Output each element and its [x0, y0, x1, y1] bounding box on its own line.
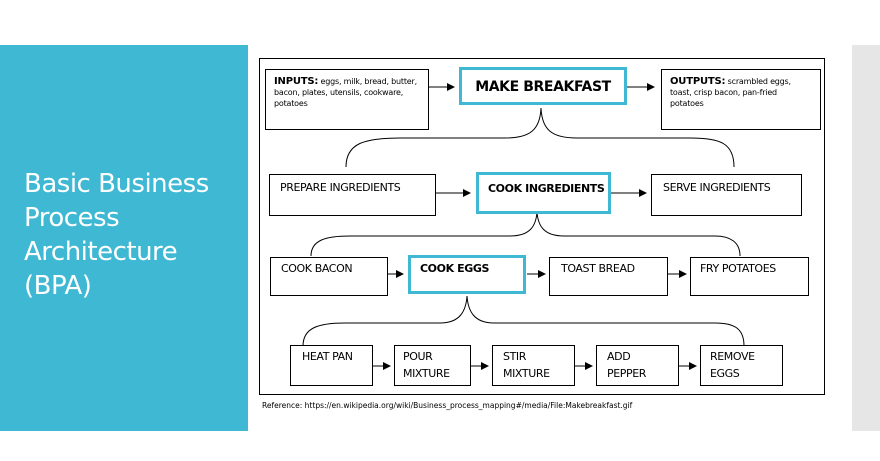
title-line: (BPA)	[24, 271, 92, 301]
add-pepper-line2: PEPPER	[607, 367, 647, 380]
outputs-box: OUTPUTS: scrambled eggs, toast, crisp ba…	[661, 69, 821, 130]
title-line: Basic Business	[24, 169, 209, 199]
title-line: Process	[24, 203, 120, 233]
cook-bacon-box: COOK BACON	[270, 257, 388, 296]
heat-pan-label: HEAT PAN	[302, 350, 353, 363]
right-side-bar	[852, 45, 880, 431]
remove-eggs-line1: REMOVE	[710, 350, 755, 363]
title-panel	[0, 45, 248, 431]
add-pepper-box: ADD PEPPER	[596, 345, 679, 386]
pour-mixture-box: POUR MIXTURE	[394, 345, 471, 386]
stir-mixture-box: STIR MIXTURE	[492, 345, 575, 386]
add-pepper-line1: ADD	[607, 350, 631, 363]
fry-potatoes-box: FRY POTATOES	[690, 257, 809, 296]
cook-ingredients-box: COOK INGREDIENTS	[476, 172, 611, 214]
cook-eggs-box: COOK EGGS	[408, 255, 526, 294]
slide-title: Basic Business Process Architecture (BPA…	[24, 167, 239, 303]
toast-bread-label: TOAST BREAD	[561, 262, 635, 275]
title-line: Architecture	[24, 237, 178, 267]
cook-bacon-label: COOK BACON	[281, 262, 353, 275]
cook-ingredients-label: COOK INGREDIENTS	[488, 182, 605, 195]
serve-ingredients-label: SERVE INGREDIENTS	[663, 181, 771, 194]
heat-pan-box: HEAT PAN	[290, 345, 373, 386]
inputs-label: INPUTS:	[274, 76, 319, 87]
fry-potatoes-label: FRY POTATOES	[700, 262, 776, 275]
remove-eggs-box: REMOVE EGGS	[700, 345, 783, 386]
pour-mixture-line1: POUR	[403, 350, 433, 363]
decomposition-brace	[310, 211, 741, 257]
stir-mixture-line1: STIR	[503, 350, 526, 363]
outputs-text: scrambled eggs, toast, crisp bacon, pan-…	[670, 77, 791, 108]
decomposition-brace	[345, 107, 735, 168]
make-breakfast-label: MAKE BREAKFAST	[475, 79, 611, 95]
toast-bread-box: TOAST BREAD	[549, 257, 668, 296]
remove-eggs-line2: EGGS	[710, 367, 740, 380]
pour-mixture-line2: MIXTURE	[403, 367, 450, 380]
cook-eggs-label: COOK EGGS	[420, 262, 490, 275]
inputs-box: INPUTS: eggs, milk, bread, butter, bacon…	[265, 69, 429, 130]
make-breakfast-box: MAKE BREAKFAST	[459, 67, 627, 105]
stir-mixture-line2: MIXTURE	[503, 367, 550, 380]
prepare-ingredients-label: PREPARE INGREDIENTS	[280, 181, 401, 194]
reference-text: Reference: https://en.wikipedia.org/wiki…	[262, 401, 633, 410]
inputs-text: eggs, milk, bread, butter, bacon, plates…	[274, 77, 417, 108]
serve-ingredients-box: SERVE INGREDIENTS	[651, 174, 802, 216]
prepare-ingredients-box: PREPARE INGREDIENTS	[269, 174, 436, 216]
outputs-label: OUTPUTS:	[670, 76, 726, 87]
decomposition-brace	[302, 295, 745, 347]
